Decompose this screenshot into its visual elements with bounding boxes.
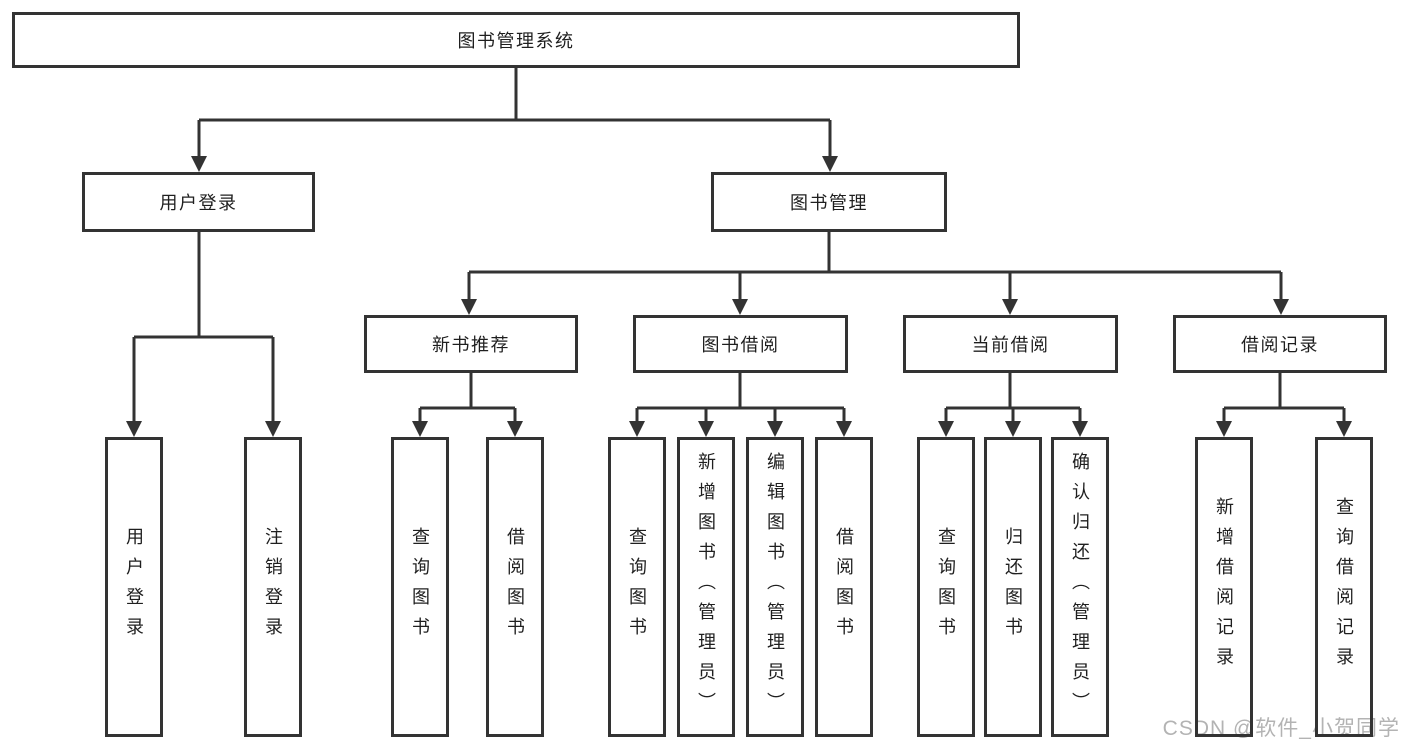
node-current-borrowing: 当前借阅 (903, 315, 1118, 373)
node-label: 用户登录 (124, 527, 144, 647)
node-label: 图书管理系统 (457, 31, 575, 51)
node-new-book-recommendation: 新书推荐 (364, 315, 578, 373)
node-add-borrow-record: 新增借阅记录 (1195, 437, 1253, 737)
node-user-login: 用户登录 (105, 437, 163, 737)
connector-borrowing-records-to-children (1216, 373, 1352, 437)
node-label: 借阅图书 (505, 527, 525, 647)
node-query-books-borrowing: 查询图书 (608, 437, 666, 737)
connector-book-borrowing-to-children (629, 373, 852, 437)
node-label: 借阅记录 (1241, 335, 1319, 355)
node-query-borrow-record: 查询借阅记录 (1315, 437, 1373, 737)
node-return-books: 归还图书 (984, 437, 1042, 737)
node-library-management-system: 图书管理系统 (12, 12, 1020, 68)
node-label: 用户登录 (159, 193, 238, 213)
node-label: 查询图书 (936, 527, 956, 647)
connector-new-book-recommendation-to-children (412, 373, 523, 437)
node-label: 借阅图书 (834, 527, 854, 647)
node-book-management: 图书管理 (711, 172, 947, 232)
node-borrow-books-recommend: 借阅图书 (486, 437, 544, 737)
node-user-login-branch: 用户登录 (82, 172, 315, 232)
node-query-books-recommend: 查询图书 (391, 437, 449, 737)
node-logout: 注销登录 (244, 437, 302, 737)
node-label: 新增借阅记录 (1214, 497, 1234, 677)
node-label: 查询图书 (410, 527, 430, 647)
node-label: 归还图书 (1003, 527, 1023, 647)
node-label: 图书管理 (790, 193, 868, 213)
connector-root-to-level2 (191, 68, 838, 172)
node-query-books-current: 查询图书 (917, 437, 975, 737)
node-add-book-admin: 新增图书（管理员） (677, 437, 735, 737)
connector-current-borrowing-to-children (938, 373, 1088, 437)
node-label: 新增图书（管理员） (696, 452, 716, 722)
node-borrow-books-borrowing: 借阅图书 (815, 437, 873, 737)
node-edit-book-admin: 编辑图书（管理员） (746, 437, 804, 737)
node-label: 确认归还（管理员） (1070, 452, 1090, 722)
node-label: 注销登录 (263, 527, 283, 647)
node-label: 编辑图书（管理员） (765, 452, 785, 722)
node-label: 新书推荐 (432, 335, 510, 355)
connector-user-login-to-children (126, 232, 281, 437)
connector-book-management-to-level3 (461, 232, 1289, 315)
node-label: 查询图书 (627, 527, 647, 647)
node-label: 当前借阅 (971, 335, 1050, 355)
node-book-borrowing: 图书借阅 (633, 315, 848, 373)
node-borrowing-records: 借阅记录 (1173, 315, 1387, 373)
node-label: 图书借阅 (701, 335, 780, 355)
node-confirm-return-admin: 确认归还（管理员） (1051, 437, 1109, 737)
node-label: 查询借阅记录 (1334, 497, 1354, 677)
